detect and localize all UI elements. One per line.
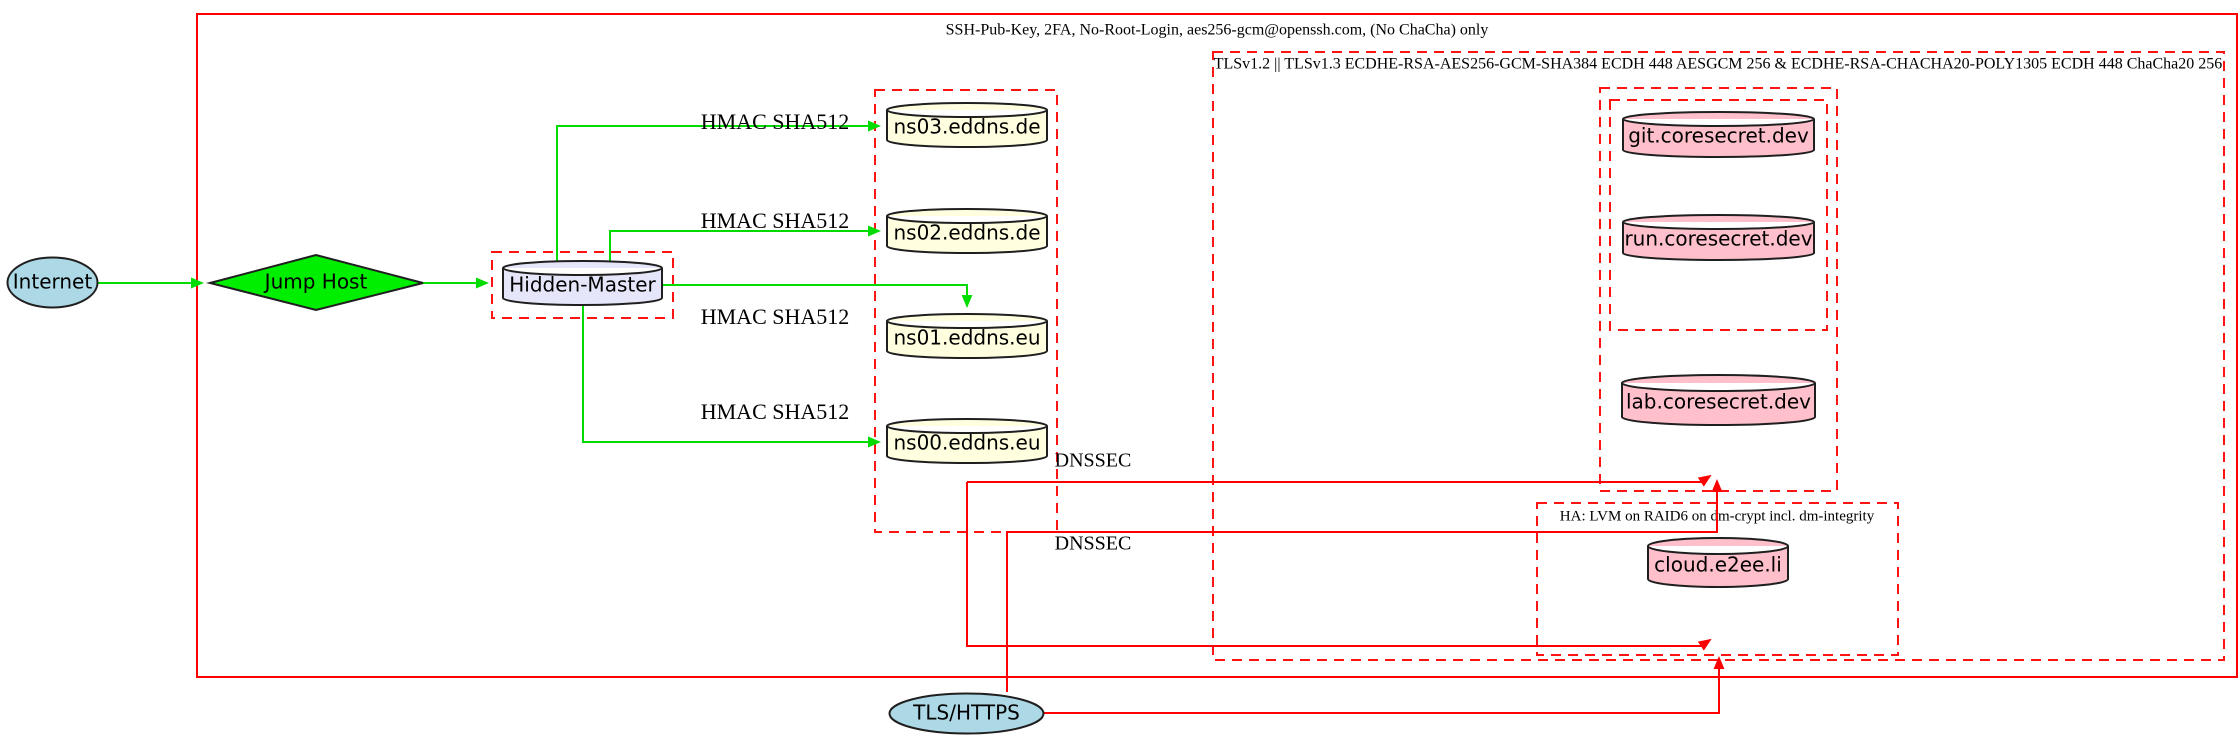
cloud-node-label: cloud.e2ee.li [1654, 553, 1782, 577]
tls-cluster-label: TLSv1.2 || TLSv1.3 ECDHE-RSA-AES256-GCM-… [1214, 56, 2223, 73]
edge-tlshttps-to-coresecret-cluster [1006, 479, 1723, 692]
coresecret-inner-cluster-border [1609, 99, 1828, 331]
coresecret-cluster-border [1599, 87, 1838, 492]
internet-node-label: Internet [13, 270, 93, 294]
edge-dnssec-to-coresecret-cluster [967, 474, 1712, 487]
ns00-node-label: ns00.eddns.eu [893, 431, 1040, 455]
ns01-node-label: ns01.eddns.eu [893, 326, 1040, 350]
git-node-label: git.coresecret.dev [1628, 124, 1809, 148]
hmac-label-ns00: HMAC SHA512 [701, 399, 850, 424]
hmac-label-ns03: HMAC SHA512 [701, 109, 850, 134]
edge-hiddenmaster-to-ns02 [609, 225, 881, 265]
ssh-cluster-border [196, 13, 2238, 678]
edge-tlshttps-to-ha-cluster [1044, 656, 1725, 714]
edge-hiddenmaster-to-ns01 [662, 284, 973, 308]
lab-node [1621, 374, 1816, 426]
tls-https-node-label: TLS/HTTPS [912, 701, 1020, 725]
jump-host-node [206, 253, 424, 312]
cloud-node [1647, 537, 1789, 588]
lab-node-label: lab.coresecret.dev [1626, 390, 1811, 414]
ns02-node-label: ns02.eddns.de [893, 221, 1040, 245]
edge-hiddenmaster-to-ns03 [556, 120, 881, 265]
ns01-node [886, 313, 1048, 359]
ns00-node [886, 418, 1048, 464]
ns02-node [886, 208, 1048, 254]
ssh-cluster-label: SSH-Pub-Key, 2FA, No-Root-Login, aes256-… [946, 22, 1489, 39]
internet-node [6, 256, 99, 309]
tls-cluster-border [1212, 51, 2225, 661]
edge-dnssec-to-ha-cluster [966, 482, 1712, 651]
tls-https-node [888, 692, 1045, 735]
run-node-label: run.coresecret.dev [1624, 227, 1812, 251]
hidden-master-node [502, 260, 663, 306]
edge-hiddenmaster-to-ns00 [582, 300, 881, 448]
jump-host-node-label: Jump Host [263, 270, 368, 294]
dnssec-label-2: DNSSEC [1055, 533, 1132, 555]
nameserver-cluster-border [874, 89, 1058, 533]
run-node [1622, 214, 1815, 261]
hmac-label-ns01: HMAC SHA512 [701, 304, 850, 329]
hmac-label-ns02: HMAC SHA512 [701, 208, 850, 233]
ns03-node-label: ns03.eddns.de [893, 115, 1040, 139]
dnssec-label-1: DNSSEC [1055, 450, 1132, 472]
hidden-master-node-label: Hidden-Master [509, 273, 656, 297]
git-node [1622, 111, 1815, 158]
ns03-node [886, 102, 1048, 148]
